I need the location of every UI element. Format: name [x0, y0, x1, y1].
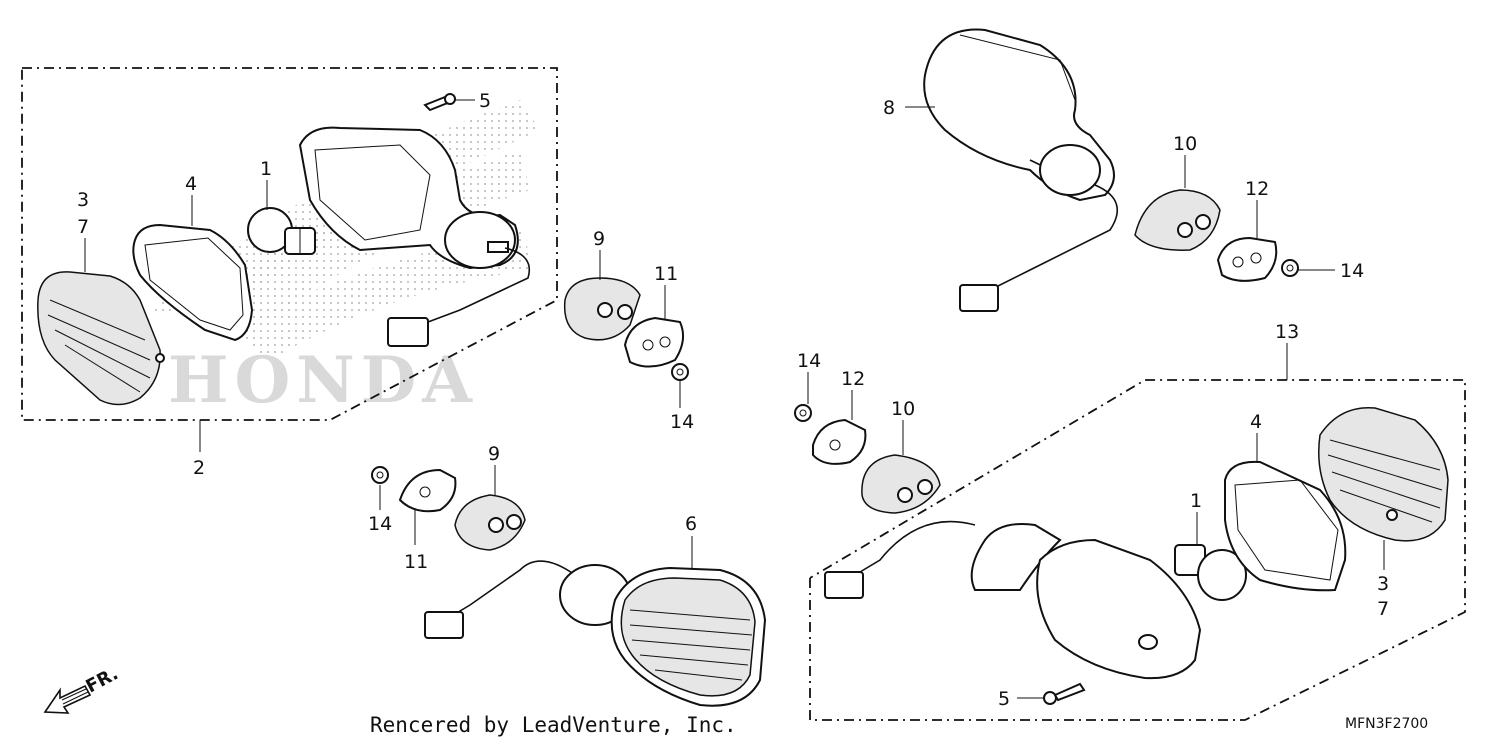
label-part-12: 12 — [1245, 178, 1269, 200]
honda-watermark-text: HONDA — [168, 343, 478, 418]
label-part-7: 7 — [77, 216, 89, 238]
credit-text: Rencered by LeadVenture, Inc. — [370, 713, 737, 737]
lens-right — [1318, 406, 1449, 542]
label-part-4-right: 4 — [1250, 411, 1262, 433]
label-part-4: 4 — [185, 173, 197, 195]
gasket-left — [132, 223, 254, 342]
housing-6 — [424, 560, 767, 707]
stay-11-top — [623, 316, 685, 368]
assembly-13-frame — [809, 379, 1466, 721]
label-part-5: 5 — [479, 90, 491, 112]
label-part-5-right: 5 — [998, 688, 1010, 710]
bulb-right — [1174, 544, 1247, 601]
label-part-9-bottom: 9 — [488, 443, 500, 465]
label-part-11-bottom: 11 — [404, 551, 428, 573]
screw-left — [423, 93, 456, 112]
label-part-8: 8 — [883, 97, 895, 119]
seal-9-bottom — [454, 494, 526, 551]
label-part-14: 14 — [670, 411, 694, 433]
label-part-1-right: 1 — [1190, 490, 1202, 512]
nut-14-lower-right — [794, 404, 812, 422]
nut-14-top — [671, 363, 689, 381]
label-part-2: 2 — [193, 457, 205, 479]
label-part-7-right: 7 — [1377, 598, 1389, 620]
label-part-3: 3 — [77, 189, 89, 211]
label-part-12-lower: 12 — [841, 368, 865, 390]
label-part-10: 10 — [1173, 133, 1197, 155]
stay-11-bottom — [398, 468, 457, 513]
nut-14-bottom — [371, 466, 389, 484]
label-part-11: 11 — [654, 263, 678, 285]
gasket-right — [1224, 460, 1347, 592]
label-part-14-lower: 14 — [797, 350, 821, 372]
diagram-code: MFN3F2700 — [1345, 716, 1428, 732]
label-part-13: 13 — [1275, 321, 1299, 343]
leader-lines — [84, 99, 1385, 699]
stay-12-top — [1216, 236, 1278, 282]
label-part-3-right: 3 — [1377, 573, 1389, 595]
label-part-14-bottom: 14 — [368, 513, 392, 535]
nut-14-right — [1281, 259, 1299, 277]
seal-10-top — [1134, 189, 1221, 251]
housing-left — [298, 126, 530, 347]
seal-9-top — [563, 277, 641, 341]
stay-12-bottom — [812, 418, 867, 465]
screw-right — [1043, 682, 1086, 705]
bulb-left — [247, 207, 316, 255]
housing-8 — [923, 28, 1119, 312]
label-part-10-lower: 10 — [891, 398, 915, 420]
seal-10-bottom — [861, 454, 941, 514]
front-direction-arrow: FR. — [43, 663, 122, 714]
assembly-2-frame — [21, 67, 558, 421]
lens-left — [37, 271, 165, 406]
part-labels: 3 7 4 1 5 2 9 11 14 8 10 12 14 14 11 9 6… — [77, 90, 1389, 710]
label-part-6: 6 — [685, 513, 697, 535]
label-part-14-right: 14 — [1340, 260, 1364, 282]
housing-13 — [824, 520, 1202, 680]
label-part-1: 1 — [260, 158, 272, 180]
label-part-9: 9 — [593, 228, 605, 250]
